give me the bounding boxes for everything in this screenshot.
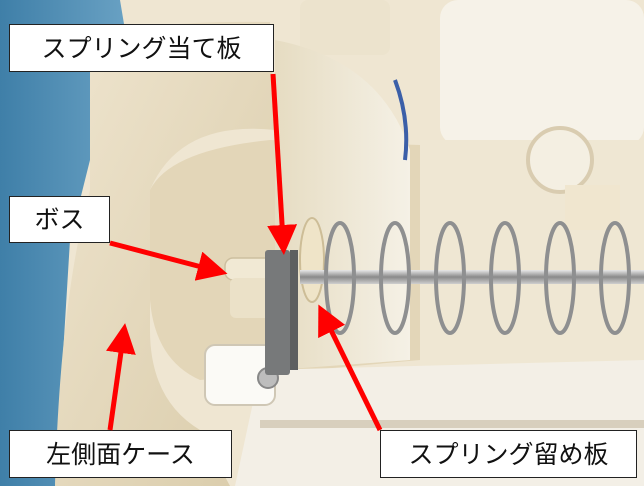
label-spring-retainer: スプリング留め板 bbox=[380, 430, 637, 478]
shelf-edge bbox=[260, 420, 644, 428]
label-spring-plate: スプリング当て板 bbox=[9, 24, 274, 72]
right-tab bbox=[565, 185, 620, 230]
blue-wire bbox=[393, 79, 409, 161]
spring-plate-edge bbox=[290, 250, 298, 370]
round-socket bbox=[526, 126, 594, 194]
label-left-side-case: 左側面ケース bbox=[9, 430, 232, 478]
spring-rod bbox=[300, 270, 644, 284]
spring-retainer-shape bbox=[299, 217, 325, 303]
label-boss: ボス bbox=[9, 196, 110, 243]
spring-plate-shape bbox=[265, 250, 290, 375]
top-post bbox=[300, 0, 390, 55]
top-housing bbox=[440, 0, 644, 145]
